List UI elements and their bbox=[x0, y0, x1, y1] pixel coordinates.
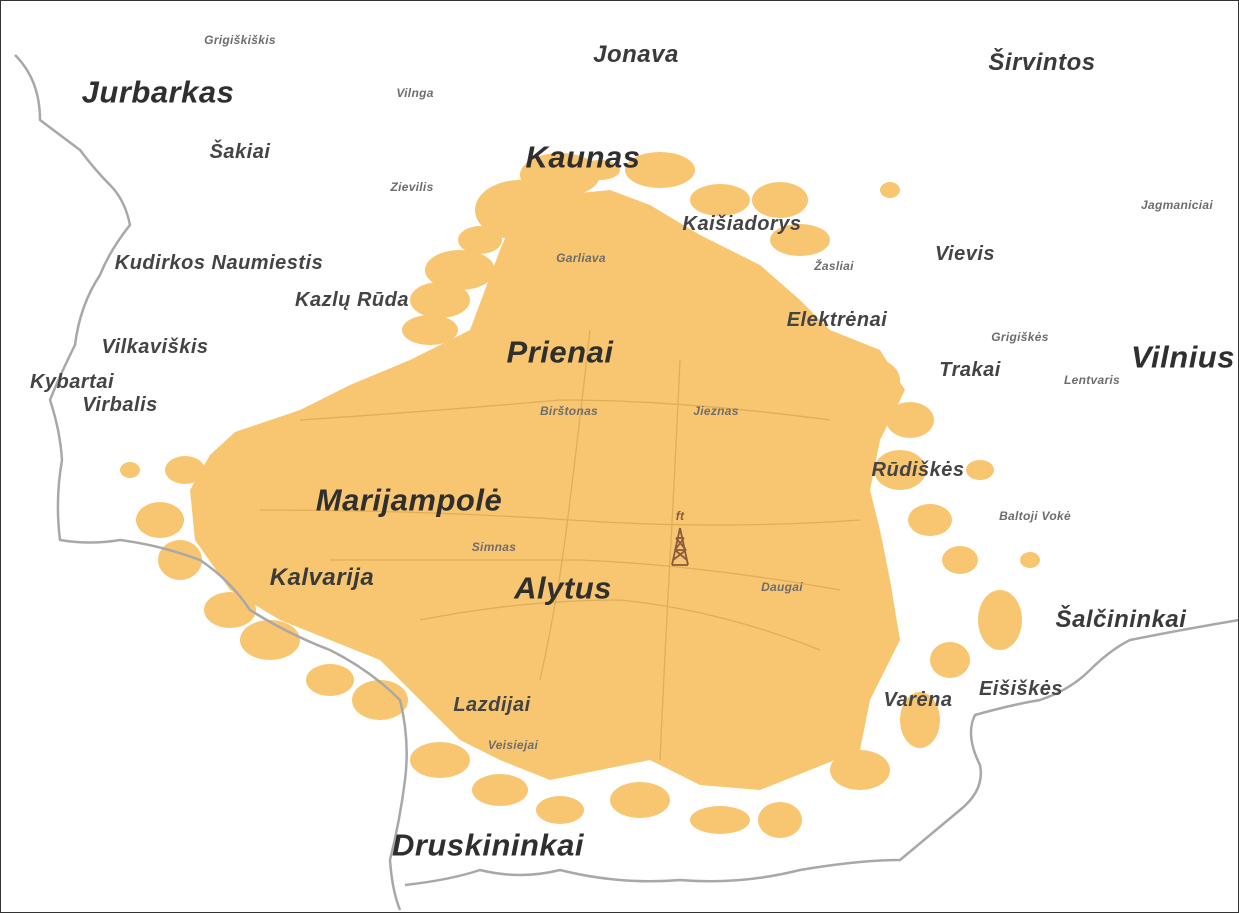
road-line bbox=[659, 359, 681, 761]
place-label-salcininkai: Šalčininkai bbox=[1055, 606, 1187, 633]
coverage-patch bbox=[742, 648, 778, 672]
place-label-lentvaris: Lentvaris bbox=[1063, 373, 1121, 387]
place-label-kazlu-ruda: Kazlų Rūda bbox=[295, 289, 409, 311]
transmitter-tower-icon[interactable] bbox=[671, 527, 689, 566]
place-label-eisiskes: Eišiškės bbox=[978, 678, 1064, 700]
coverage-patch bbox=[536, 796, 584, 824]
place-label-kaunas: Kaunas bbox=[525, 139, 641, 175]
place-label-sirvintos: Širvintos bbox=[988, 49, 1096, 76]
place-label-veisiejai: Veisiejai bbox=[487, 738, 539, 752]
coverage-patch bbox=[352, 680, 408, 720]
coverage-patch bbox=[472, 774, 528, 806]
coverage-patch bbox=[330, 406, 370, 434]
coverage-patch bbox=[520, 153, 600, 197]
place-label-kaisiadorys: Kaišiadorys bbox=[682, 213, 802, 235]
road-network bbox=[259, 329, 861, 761]
place-label-vilnga: Vilnga bbox=[396, 86, 434, 100]
place-label-marijampole: Marijampolė bbox=[315, 482, 503, 518]
place-label-elektrenai: Elektrėnai bbox=[786, 309, 888, 331]
place-label-grigiskiai-nw: Grigiškiškis bbox=[204, 33, 276, 47]
place-label-druskininkai: Druskininkai bbox=[391, 827, 585, 863]
place-label-simnas: Simnas bbox=[471, 540, 517, 554]
coverage-patch bbox=[425, 250, 495, 290]
coverage-patch bbox=[966, 460, 994, 480]
tower-strut bbox=[672, 549, 687, 561]
coverage-patch bbox=[136, 502, 184, 538]
road-line bbox=[259, 509, 861, 526]
place-label-kybartai: Kybartai bbox=[29, 371, 115, 393]
coverage-patch bbox=[908, 504, 952, 536]
tower-strut bbox=[674, 537, 685, 551]
coverage-patch bbox=[840, 358, 900, 402]
coverage-patch bbox=[978, 590, 1022, 650]
coverage-patch bbox=[120, 462, 140, 478]
tower-strut bbox=[675, 537, 687, 551]
place-label-vievis: Vievis bbox=[934, 243, 996, 265]
coverage-patch bbox=[410, 282, 470, 318]
coverage-patch bbox=[625, 152, 695, 188]
place-label-trakai: Trakai bbox=[939, 359, 1001, 381]
place-label-jagminiai: Jagmaniciai bbox=[1140, 198, 1214, 212]
coverage-patch bbox=[610, 782, 670, 818]
road-line bbox=[419, 599, 821, 651]
place-label-prienai: Prienai bbox=[506, 334, 614, 370]
coverage-patch bbox=[240, 620, 300, 660]
coverage-patch bbox=[830, 750, 890, 790]
coverage-patch bbox=[942, 546, 978, 574]
coverage-patch bbox=[874, 450, 926, 490]
coverage-patch bbox=[886, 402, 934, 438]
coverage-patch bbox=[158, 540, 202, 580]
border-line bbox=[404, 618, 1239, 887]
road-line bbox=[330, 559, 841, 591]
road-line bbox=[539, 329, 591, 681]
coverage-patch bbox=[900, 692, 940, 748]
place-label-kalvarija: Kalvarija bbox=[269, 564, 375, 591]
coverage-patch bbox=[836, 538, 884, 582]
place-label-zieviskis: Zievilis bbox=[390, 180, 434, 194]
place-label-birstonas: Birštonas bbox=[539, 404, 599, 418]
place-label-jieznas: Jieznas bbox=[693, 404, 739, 418]
place-label-jurbarkas: Jurbarkas bbox=[81, 74, 235, 110]
place-label-grigiskes: Grigiškės bbox=[991, 330, 1049, 344]
place-label-rudiskes: Rūdiškės bbox=[871, 459, 965, 481]
place-label-virbalis: Virbalis bbox=[82, 394, 158, 416]
coverage-patch bbox=[770, 224, 830, 256]
coverage-patch bbox=[690, 184, 750, 216]
place-label-kudirkos: Kudirkos Naumiestis bbox=[114, 252, 324, 274]
country-border bbox=[14, 54, 1239, 911]
coverage-patch bbox=[1020, 552, 1040, 568]
coverage-patch bbox=[580, 160, 620, 180]
border-line bbox=[14, 54, 408, 911]
coverage-patch bbox=[204, 592, 256, 628]
coverage-patch bbox=[930, 642, 970, 678]
road-line bbox=[299, 399, 831, 421]
coverage-patch bbox=[880, 182, 900, 198]
place-label-jonava: Jonava bbox=[593, 41, 679, 68]
place-label-zasliai: Žasliai bbox=[814, 259, 854, 273]
coverage-main bbox=[190, 190, 905, 790]
place-label-baltoji-voke: Baltoji Vokė bbox=[999, 509, 1071, 523]
coverage-patch bbox=[402, 315, 458, 345]
place-label-varena: Varėna bbox=[883, 689, 953, 711]
tower-strut bbox=[674, 549, 688, 561]
place-label-lazdijai: Lazdijai bbox=[453, 694, 531, 716]
coverage-patch bbox=[165, 456, 205, 484]
coverage-patch bbox=[306, 664, 354, 696]
coverage-patch bbox=[752, 182, 808, 218]
coverage-patch bbox=[458, 226, 502, 254]
place-label-sakiai: Šakiai bbox=[209, 141, 271, 163]
place-label-vilkaviskis: Vilkaviškis bbox=[101, 336, 209, 358]
coverage-patch bbox=[690, 806, 750, 834]
coverage-area bbox=[120, 152, 1040, 838]
place-label-garliava: Garliava bbox=[556, 251, 606, 265]
coverage-patch bbox=[758, 802, 802, 838]
transmitter-label: ft bbox=[675, 509, 685, 523]
place-label-daugai: Daugai bbox=[761, 580, 803, 594]
coverage-patch bbox=[475, 180, 565, 240]
place-label-alytus: Alytus bbox=[514, 570, 612, 606]
coverage-patch bbox=[410, 742, 470, 778]
place-label-vilnius: Vilnius bbox=[1131, 339, 1235, 375]
